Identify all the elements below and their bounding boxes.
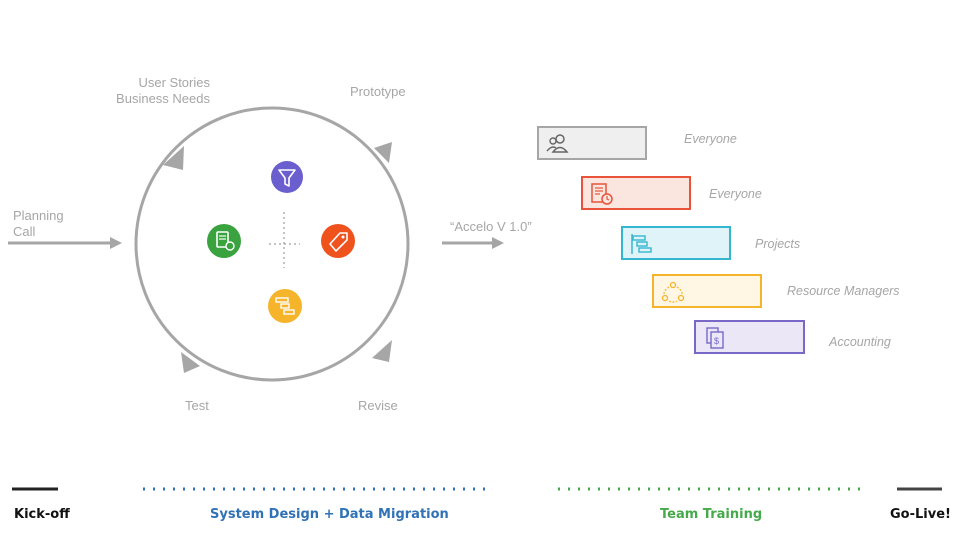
resource-network-icon bbox=[661, 281, 685, 303]
rollout-audience-3: Projects bbox=[755, 237, 801, 251]
invoice-icon: $ bbox=[706, 327, 724, 349]
users-icon bbox=[546, 134, 569, 153]
cycle-circle bbox=[134, 106, 410, 382]
rollout-audience-4: Resource Managers bbox=[787, 284, 900, 298]
release-arrow-head bbox=[492, 237, 504, 249]
rollout-bar-projects bbox=[621, 226, 731, 260]
funnel-icon bbox=[271, 161, 303, 193]
go-live-label: Go-Live! bbox=[890, 507, 951, 522]
gantt-icon bbox=[268, 289, 302, 323]
rollout-bar-accounting: $ bbox=[694, 320, 805, 354]
document-refresh-icon bbox=[207, 224, 241, 258]
cycle-arrow-bottom-right bbox=[372, 340, 392, 362]
rollout-audience-5: Accounting bbox=[829, 335, 891, 349]
prototype-label: Prototype bbox=[350, 84, 406, 99]
user-stories-text: User Stories bbox=[138, 75, 210, 90]
rollout-bar-timesheet bbox=[581, 176, 691, 210]
kickoff-label: Kick-off bbox=[14, 507, 70, 522]
user-stories-label: User Stories Business Needs bbox=[100, 75, 210, 107]
gantt-icon bbox=[631, 234, 652, 254]
rollout-audience-1: Everyone bbox=[684, 132, 737, 146]
tag-icon bbox=[321, 224, 355, 258]
rollout-bar-users bbox=[537, 126, 647, 160]
rollout-bar-resources bbox=[652, 274, 762, 308]
svg-text:$: $ bbox=[714, 336, 719, 346]
cycle-arrow-bottom-left bbox=[181, 352, 200, 373]
system-design-label: System Design + Data Migration bbox=[210, 507, 449, 522]
business-needs-text: Business Needs bbox=[116, 91, 210, 106]
release-label: “Accelo V 1.0” bbox=[450, 219, 532, 234]
rollout-audience-2: Everyone bbox=[709, 187, 762, 201]
planning-call-label: Planning Call bbox=[13, 208, 64, 240]
revise-label: Revise bbox=[358, 398, 398, 413]
cycle-arrow-top-right bbox=[374, 142, 392, 163]
cycle-arrow-top-left bbox=[163, 146, 184, 170]
call-text: Call bbox=[13, 224, 36, 239]
planning-arrow-head bbox=[110, 237, 122, 249]
test-label: Test bbox=[185, 398, 209, 413]
timesheet-icon bbox=[591, 183, 613, 205]
planning-text: Planning bbox=[13, 208, 64, 223]
team-training-label: Team Training bbox=[660, 507, 763, 522]
